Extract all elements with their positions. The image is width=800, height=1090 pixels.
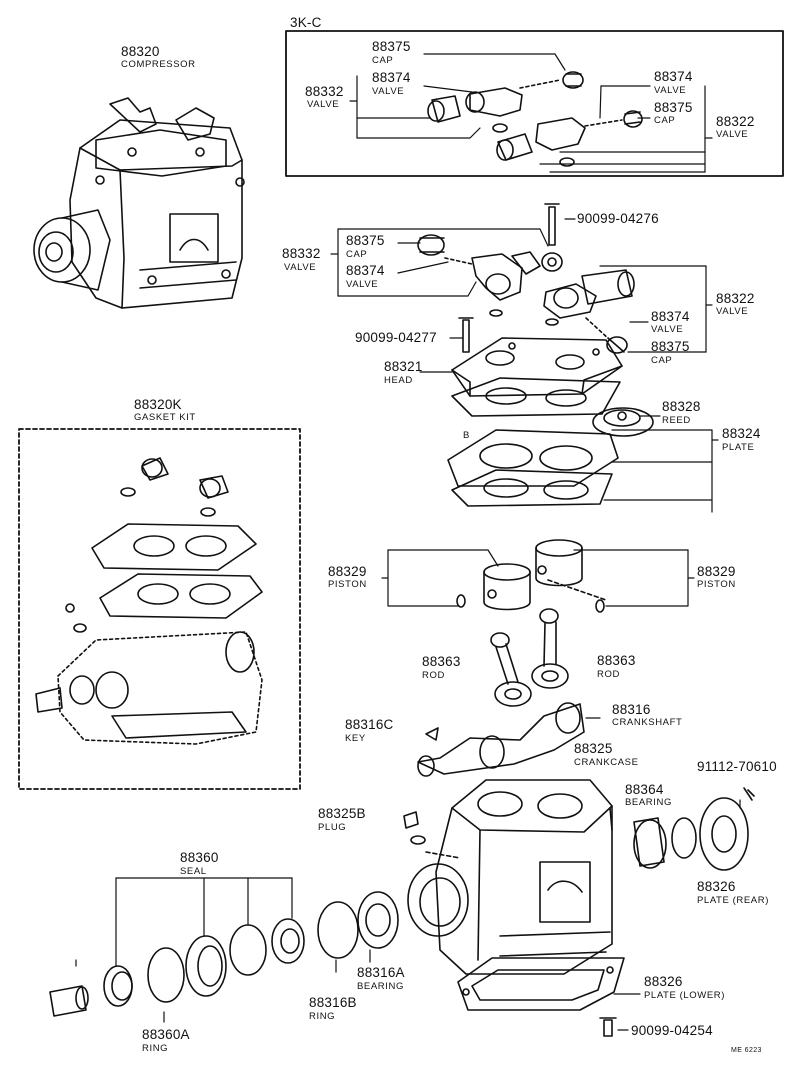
- valve-right-small-name: VALVE: [651, 324, 684, 335]
- cap-right-part-number: 88375: [651, 339, 690, 354]
- inset-cap-right-name: CAP: [654, 115, 676, 126]
- inset-valve-right-group-part-number: 88322: [716, 114, 755, 129]
- inset-cap-left-name: CAP: [372, 55, 394, 66]
- inset-valve-left-group-part-number: 88332: [305, 84, 344, 99]
- valve-left-small-part-number: 88374: [346, 263, 385, 278]
- gasket-kit-name: GASKET KIT: [134, 412, 196, 423]
- key-part-number: 88316C: [345, 717, 394, 732]
- bearing-name: BEARING: [357, 981, 404, 992]
- seal-leaders: [115, 877, 371, 1023]
- head-leaders: [419, 371, 719, 513]
- plate-name: PLATE: [722, 442, 755, 453]
- compressor-assembly-drawing: [33, 97, 245, 309]
- inset-valve-left-small-name: VALVE: [372, 86, 405, 97]
- gasket-kit-parts: [35, 457, 263, 745]
- key-name: KEY: [345, 733, 366, 744]
- inset-left-valve-parts: [427, 71, 584, 133]
- piston-leaders: [381, 549, 695, 607]
- valve-right-small-part-number: 88374: [651, 309, 690, 324]
- plate-rear-name: PLATE (REAR): [697, 895, 769, 906]
- seal-part-number: 88360: [180, 850, 219, 865]
- piston-left-name: PISTON: [328, 579, 367, 590]
- rod-right-name: ROD: [597, 669, 620, 680]
- inset-valve-right-small-name: VALVE: [654, 85, 687, 96]
- seal-row-drawing: [49, 891, 399, 1017]
- inset-valve-left-small-part-number: 88374: [372, 70, 411, 85]
- bearing-rear-name: BEARING: [625, 797, 672, 808]
- head-part-number: 88321: [384, 359, 423, 374]
- upper-leaders: [330, 218, 713, 353]
- inset-right-valve-parts: [496, 110, 643, 167]
- inset-valve-left-group-name: VALVE: [307, 99, 340, 110]
- ring-a-part-number: 88360A: [142, 1027, 190, 1042]
- crankcase-name: CRANKCASE: [574, 757, 639, 768]
- seal-name: SEAL: [180, 866, 207, 877]
- crankcase-drawing: [403, 779, 755, 975]
- inset-valve-right-small-part-number: 88374: [654, 69, 693, 84]
- piston-right-part-number: 88329: [697, 564, 736, 579]
- bolt-top-part-number: 90099-04276: [577, 211, 659, 226]
- inset-cap-right-part-number: 88375: [654, 100, 693, 115]
- upper-valves-drawing: [417, 203, 635, 354]
- bearing-part-number: 88316A: [357, 965, 405, 980]
- bolt-bottom-part-number: 90099-04254: [631, 1023, 713, 1038]
- inset-frame: [285, 30, 784, 177]
- rod-left-name: ROD: [422, 670, 445, 681]
- piston-right-name: PISTON: [697, 579, 736, 590]
- compressor-name: COMPRESSOR: [121, 59, 196, 70]
- bolt-rear-part-number: 91112-70610: [697, 759, 777, 774]
- cap-left-name: CAP: [346, 249, 368, 260]
- reed-name: REED: [662, 415, 691, 426]
- cylinder-head-drawing: [447, 337, 654, 507]
- plug-part-number: 88325B: [318, 806, 366, 821]
- valve-right-group-name: VALVE: [716, 306, 749, 317]
- crankshaft-name: CRANKSHAFT: [612, 717, 683, 728]
- head-name: HEAD: [384, 375, 413, 386]
- ring-a-name: RING: [142, 1043, 169, 1054]
- piston-left-part-number: 88329: [328, 564, 367, 579]
- plate-marker: B: [463, 430, 470, 441]
- plate-rear-part-number: 88326: [697, 879, 736, 894]
- rods-drawing: [490, 608, 569, 707]
- inset-leaders: [349, 53, 713, 173]
- compressor-part-number: 88320: [121, 44, 160, 59]
- plate-part-number: 88324: [722, 426, 761, 441]
- reference-code: ME 6223: [731, 1047, 762, 1054]
- valve-left-group-part-number: 88332: [282, 246, 321, 261]
- cap-right-name: CAP: [651, 355, 673, 366]
- gasket-kit-part-number: 88320K: [134, 397, 182, 412]
- plate-lower-part-number: 88326: [644, 974, 683, 989]
- inset-cap-left-part-number: 88375: [372, 39, 411, 54]
- bearing-rear-part-number: 88364: [625, 782, 664, 797]
- pistons-drawing: [456, 539, 607, 613]
- plate-lower-name: PLATE (LOWER): [644, 990, 725, 1001]
- inset-title: 3K-C: [290, 15, 322, 30]
- reed-part-number: 88328: [662, 399, 701, 414]
- crankcase-part-number: 88325: [574, 741, 613, 756]
- valve-left-small-name: VALVE: [346, 279, 379, 290]
- cap-left-part-number: 88375: [346, 233, 385, 248]
- inset-valve-right-group-name: VALVE: [716, 129, 749, 140]
- lower-leaders: [613, 799, 741, 1031]
- crankshaft-drawing: [417, 702, 601, 777]
- ring-b-part-number: 88316B: [309, 995, 357, 1010]
- valve-left-group-name: VALVE: [284, 262, 317, 273]
- gasket-kit-frame: [18, 428, 301, 790]
- rod-left-part-number: 88363: [422, 654, 461, 669]
- ring-b-name: RING: [309, 1011, 336, 1022]
- plug-name: PLUG: [318, 822, 347, 833]
- rod-right-part-number: 88363: [597, 653, 636, 668]
- crankshaft-part-number: 88316: [612, 702, 651, 717]
- lower-plate-drawing: [457, 957, 625, 1037]
- bolt-head-part-number: 90099-04277: [355, 330, 437, 345]
- valve-right-group-part-number: 88322: [716, 291, 755, 306]
